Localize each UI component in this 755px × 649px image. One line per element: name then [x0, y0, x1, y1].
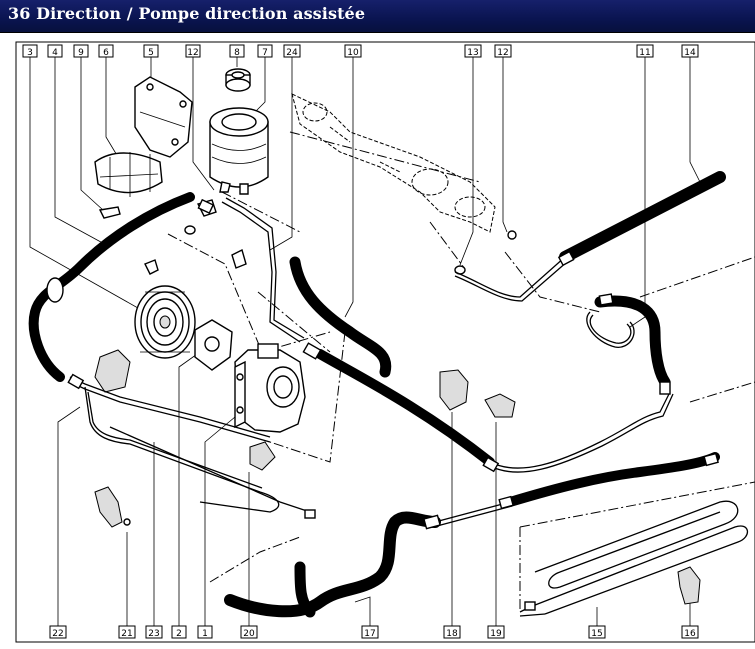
svg-text:15: 15 — [591, 629, 602, 639]
callout-19: 19 — [487, 625, 505, 639]
svg-text:4: 4 — [52, 48, 58, 58]
svg-text:11: 11 — [639, 48, 650, 58]
callout-14: 14 — [681, 44, 699, 58]
routing-lines — [167, 131, 755, 612]
diagram-border — [15, 41, 755, 643]
svg-text:5: 5 — [148, 48, 154, 58]
callout-15: 15 — [588, 625, 606, 639]
callout-4: 4 — [47, 44, 63, 58]
callout-2: 2 — [171, 625, 187, 639]
callout-1: 1 — [197, 625, 213, 639]
svg-text:22: 22 — [52, 629, 63, 639]
rigid-pipes — [69, 197, 749, 617]
svg-text:6: 6 — [103, 48, 109, 58]
svg-text:19: 19 — [490, 629, 502, 639]
callout-3: 3 — [22, 44, 38, 58]
callout-20: 20 — [240, 625, 258, 639]
callout-8: 8 — [229, 44, 245, 58]
svg-text:12: 12 — [497, 48, 508, 58]
callout-11: 11 — [636, 44, 654, 58]
svg-text:10: 10 — [347, 48, 359, 58]
svg-text:16: 16 — [684, 629, 696, 639]
callout-18: 18 — [443, 625, 461, 639]
small-parts — [94, 199, 701, 605]
svg-text:8: 8 — [234, 48, 240, 58]
leader-lines — [29, 57, 701, 626]
svg-text:12: 12 — [187, 48, 198, 58]
exploded-diagram: 3 4 9 6 5 12 8 7 24 10 13 12 11 14 22 21… — [15, 41, 755, 643]
svg-text:17: 17 — [364, 629, 375, 639]
callout-22: 22 — [49, 625, 67, 639]
fittings — [67, 198, 719, 611]
callout-9: 9 — [73, 44, 89, 58]
svg-text:3: 3 — [27, 48, 33, 58]
svg-text:23: 23 — [148, 629, 159, 639]
callout-16: 16 — [681, 625, 699, 639]
svg-text:24: 24 — [286, 48, 298, 58]
page-title: 36 Direction / Pompe direction assistée — [8, 4, 366, 23]
callout-21: 21 — [118, 625, 136, 639]
callout-10: 10 — [344, 44, 362, 58]
svg-text:9: 9 — [78, 48, 84, 58]
callout-13: 13 — [464, 44, 482, 58]
callout-23: 23 — [145, 625, 163, 639]
svg-text:18: 18 — [446, 629, 458, 639]
svg-text:13: 13 — [467, 48, 478, 58]
pump-pulley — [134, 285, 196, 359]
power-steering-pump — [194, 319, 306, 433]
pump-bracket — [94, 76, 193, 219]
steering-rack — [291, 93, 496, 233]
callout-12a: 12 — [185, 44, 201, 58]
svg-text:2: 2 — [176, 629, 182, 639]
reservoir — [209, 68, 269, 195]
svg-text:20: 20 — [243, 629, 255, 639]
callout-7: 7 — [257, 44, 273, 58]
title-bar: 36 Direction / Pompe direction assistée — [0, 0, 755, 33]
hoses — [28, 171, 726, 618]
callout-5: 5 — [143, 44, 159, 58]
svg-text:21: 21 — [121, 629, 132, 639]
callout-12b: 12 — [494, 44, 512, 58]
callout-6: 6 — [98, 44, 114, 58]
svg-text:1: 1 — [202, 629, 208, 639]
callout-24: 24 — [283, 44, 301, 58]
svg-text:7: 7 — [262, 48, 268, 58]
svg-text:14: 14 — [684, 48, 696, 58]
callout-17: 17 — [361, 625, 379, 639]
